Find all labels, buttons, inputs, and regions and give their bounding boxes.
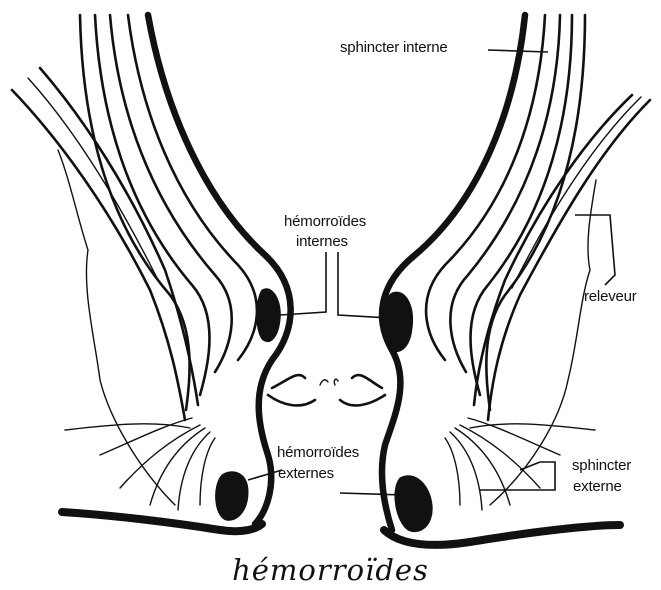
label-hemorroides-externes-line2: externes: [278, 464, 334, 483]
left-canal-wall: [80, 15, 291, 524]
right-external-hemorrhoid: [395, 476, 432, 532]
left-internal-hemorrhoid: [257, 289, 280, 342]
mucosal-folds: [268, 375, 385, 405]
label-hemorroides-internes-line2: internes: [296, 232, 348, 251]
diagram-caption: hémorroïdes: [0, 553, 661, 587]
leader-lines: [248, 50, 615, 495]
left-external-hemorrhoid: [216, 472, 248, 520]
leader-sphincter-interne: [488, 50, 548, 52]
left-levator-ani: [12, 68, 198, 505]
leader-external-left: [248, 470, 282, 480]
label-sphincter-externe-line1: sphincter: [572, 456, 631, 475]
label-sphincter-externe-line2: externe: [573, 477, 622, 496]
right-internal-hemorrhoid: [383, 292, 413, 351]
label-hemorroides-externes-line1: hémorroïdes: [277, 443, 359, 462]
label-hemorroides-internes-line1: hémorroïdes: [284, 212, 366, 231]
label-releveur: releveur: [584, 287, 637, 306]
label-sphincter-interne: sphincter interne: [340, 38, 448, 57]
leader-releveur: [575, 215, 615, 285]
perineal-skin: [62, 512, 620, 545]
